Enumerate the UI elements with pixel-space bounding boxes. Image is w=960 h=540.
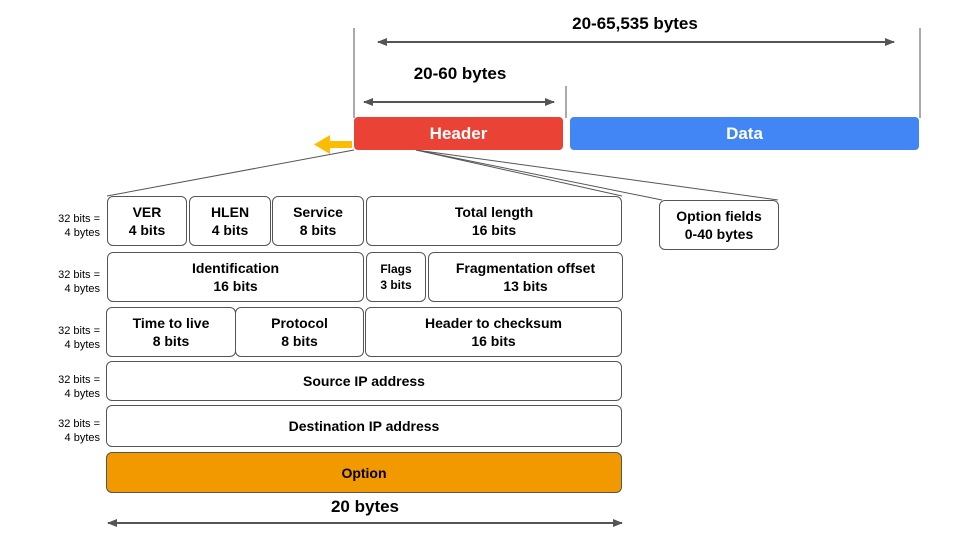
field-option: Option bbox=[106, 452, 622, 493]
expand-line-mid bbox=[415, 149, 623, 197]
expand-line-opt-a bbox=[415, 149, 663, 201]
option-fields-title: Option fields bbox=[676, 208, 762, 224]
header-bar: Header bbox=[354, 117, 563, 150]
total-bytes-label: 20-65,535 bytes bbox=[572, 14, 698, 33]
row-label-2: 32 bits =4 bytes bbox=[58, 269, 100, 295]
expand-line-opt-b bbox=[415, 149, 779, 201]
row-label-5: 32 bits =4 bytes bbox=[58, 418, 100, 444]
row-label-4: 32 bits =4 bytes bbox=[58, 374, 100, 400]
left-arrow-icon bbox=[314, 135, 352, 154]
row-label-1: 32 bits =4 bytes bbox=[58, 213, 100, 239]
expand-line-left bbox=[106, 149, 355, 197]
option-fields-size: 0-40 bytes bbox=[684, 226, 754, 242]
row-label-3: 32 bits =4 bytes bbox=[58, 325, 100, 351]
header-bytes-label: 20-60 bytes bbox=[413, 64, 507, 83]
option-fields-box: Option fields 0-40 bytes bbox=[659, 200, 779, 250]
field-source-ip: Source IP address bbox=[106, 361, 622, 401]
base-bytes-label: 20 bytes bbox=[330, 497, 400, 516]
data-bar: Data bbox=[570, 117, 919, 150]
field-destination-ip: Destination IP address bbox=[106, 405, 622, 447]
